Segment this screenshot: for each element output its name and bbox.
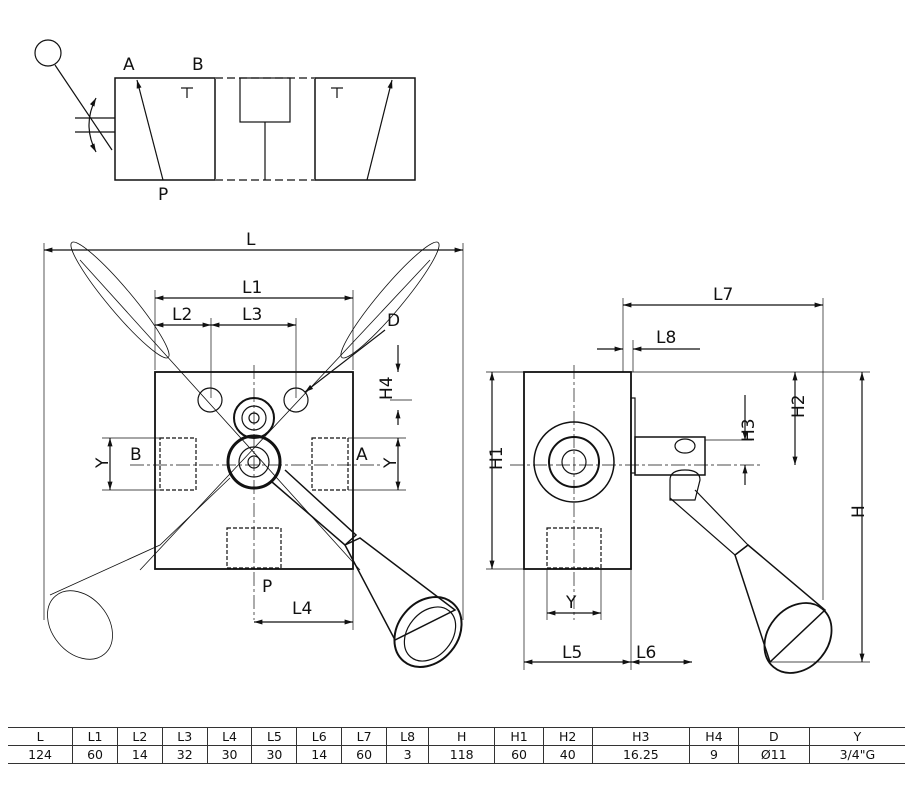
dim-y-right-label: Y — [381, 457, 401, 469]
table-header-cell: L1 — [72, 727, 118, 746]
table-header-cell: D — [737, 727, 810, 746]
table-value-cell: 30 — [251, 745, 297, 764]
port-a-front-label: A — [356, 445, 368, 465]
table-value-cell: 9 — [689, 745, 739, 764]
table-header-cell: H — [428, 727, 495, 746]
dim-h-label: H — [849, 505, 869, 518]
table-value-cell: 124 — [8, 745, 73, 764]
table-header-cell: L5 — [251, 727, 297, 746]
table-header-cell: L — [8, 727, 73, 746]
table-value-cell: 60 — [494, 745, 544, 764]
dim-h1-label: H1 — [487, 446, 507, 470]
dim-l2-label: L2 — [172, 305, 192, 325]
table-value-cell: 14 — [296, 745, 342, 764]
dim-l4-label: L4 — [292, 599, 312, 619]
valve-symbol — [34, 39, 416, 181]
table-header-cell: L8 — [386, 727, 429, 746]
table-value-cell: Ø11 — [737, 745, 810, 764]
table-value-cell: 16.25 — [591, 745, 690, 764]
table-value-cell: 40 — [542, 745, 593, 764]
dim-y-side-label: Y — [565, 593, 577, 613]
table-value-cell: 32 — [161, 745, 208, 764]
table-value-cell: 60 — [341, 745, 387, 764]
dim-d-label: D — [387, 311, 400, 331]
table-value-cell: 3/4"G — [808, 745, 905, 764]
dim-l-label: L — [246, 230, 256, 250]
table-value-cell: 118 — [428, 745, 495, 764]
dim-l1-label: L1 — [242, 278, 262, 298]
table-header-cell: L7 — [341, 727, 387, 746]
port-p-front-label: P — [262, 577, 272, 597]
table-header-cell: H4 — [689, 727, 739, 746]
table-value-cell: 3 — [386, 745, 429, 764]
table-header-cell: L6 — [296, 727, 342, 746]
table-value-cell: 30 — [206, 745, 252, 764]
dim-h4-label: H4 — [377, 376, 397, 400]
dim-h2-label: H2 — [789, 394, 809, 418]
dim-l6-label: L6 — [636, 643, 656, 663]
table-header-cell: L4 — [206, 727, 252, 746]
port-a-label: A — [123, 55, 135, 75]
dim-l5-label: L5 — [562, 643, 582, 663]
table-header-cell: H2 — [542, 727, 593, 746]
table-header-cell: Y — [808, 727, 905, 746]
dim-l3-label: L3 — [242, 305, 262, 325]
dim-l8-label: L8 — [656, 328, 676, 348]
table-header-cell: H3 — [591, 727, 690, 746]
side-view — [486, 298, 870, 674]
front-view — [43, 241, 464, 668]
dim-h3-label: H3 — [739, 418, 759, 442]
table-header-cell: H1 — [494, 727, 544, 746]
port-p-label: P — [158, 185, 168, 205]
table-value-cell: 14 — [116, 745, 163, 764]
port-b-label: B — [192, 55, 204, 75]
dim-y-left-label: Y — [93, 457, 113, 469]
port-b-front-label: B — [130, 445, 142, 465]
table-header-cell: L3 — [161, 727, 208, 746]
technical-drawing: A B P L — [34, 39, 870, 674]
table-header-cell: L2 — [116, 727, 163, 746]
dim-l7-label: L7 — [713, 285, 733, 305]
table-value-cell: 60 — [72, 745, 118, 764]
